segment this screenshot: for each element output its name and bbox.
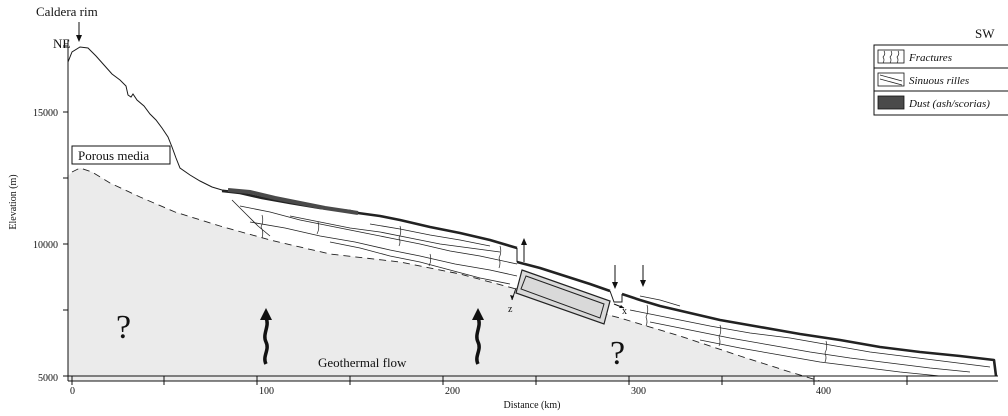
fracture-marks [260, 214, 828, 363]
caldera-arrow-icon [76, 35, 82, 42]
sinuous-rilles [231, 199, 991, 377]
x-tick-0: 0 [70, 386, 75, 397]
up-arrow-icon [521, 238, 527, 245]
geothermal-flow-arrows [260, 308, 484, 365]
fractures-icon [877, 49, 905, 64]
x-axis-label: Distance (km) [504, 400, 561, 411]
sw-label: SW [975, 26, 995, 41]
axis-x-label: x [622, 306, 627, 317]
porous-media-label: Porous media [78, 148, 149, 163]
axis-z-label: z [508, 304, 513, 315]
down-arrow-icon-2 [640, 280, 646, 287]
vertical-arrows [76, 22, 646, 289]
x-tick-100: 100 [259, 386, 274, 397]
x-tick-400: 400 [816, 386, 831, 397]
legend-fractures-label: Fractures [908, 52, 952, 64]
y-axis-label: Elevation (m) [8, 174, 19, 229]
legend-rilles-label: Sinuous rilles [909, 75, 969, 87]
scarp-2 [609, 290, 623, 303]
x-axis-ticks [71, 376, 908, 385]
surface-crust-middle [516, 260, 611, 293]
caldera-rim-label: Caldera rim [36, 4, 98, 19]
dust-deposit [227, 188, 359, 215]
porous-media-box [71, 145, 171, 165]
flow-arrow-icon-1 [260, 308, 272, 320]
local-axes [510, 287, 625, 309]
y-tick-10000: 10000 [33, 240, 58, 251]
y-axis-ticks [63, 45, 68, 377]
legend-dust-label: Dust (ash/scorias) [908, 98, 990, 110]
porous-media-region [68, 168, 820, 381]
ne-label: NE [53, 36, 70, 51]
x-tick-200: 200 [445, 386, 460, 397]
legend: Fractures Sinuous rilles Dust (ash/scori… [873, 44, 1008, 116]
surface-crust-lower [621, 292, 998, 377]
geothermal-flow-label: Geothermal flow [318, 355, 407, 370]
sinuous-rilles-icon [877, 72, 905, 87]
x-tick-300: 300 [631, 386, 646, 397]
topographic-profile [67, 46, 233, 192]
tilted-block [515, 269, 611, 325]
down-arrow-icon [612, 282, 618, 289]
dust-icon [877, 95, 905, 110]
y-tick-15000: 15000 [33, 108, 58, 119]
flow-arrow-icon-2 [472, 308, 484, 320]
porous-boundary-dashed [71, 167, 821, 382]
unknown-mark-right: ? [610, 335, 625, 372]
unknown-mark-left: ? [116, 309, 131, 346]
y-tick-5000: 5000 [38, 373, 58, 384]
